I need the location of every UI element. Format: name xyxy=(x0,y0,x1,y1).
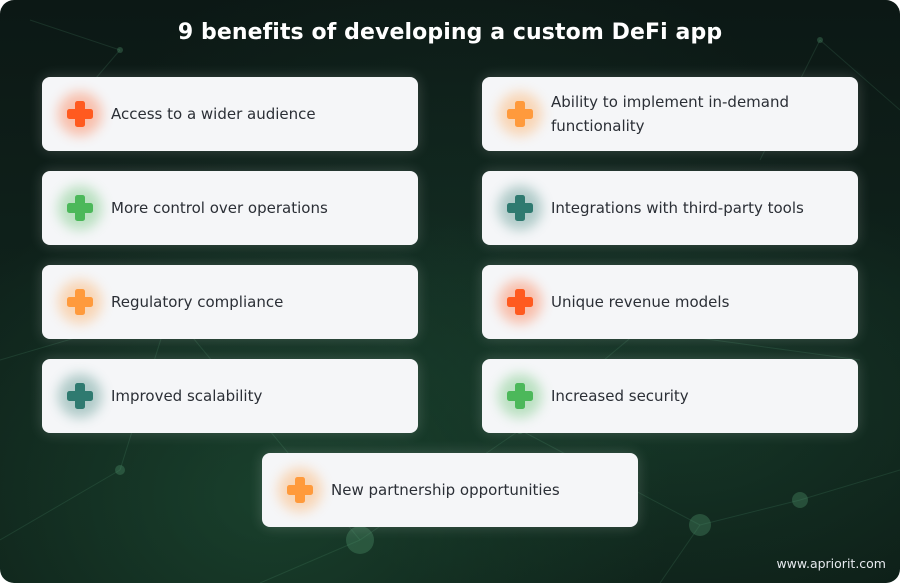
plus-icon xyxy=(278,468,322,512)
plus-icon xyxy=(58,374,102,418)
page-title: 9 benefits of developing a custom DeFi a… xyxy=(177,20,723,45)
benefit-card: Access to a wider audience xyxy=(42,77,418,151)
benefit-label: Unique revenue models xyxy=(551,293,730,311)
plus-icon xyxy=(58,186,102,230)
plus-icon xyxy=(498,280,542,324)
benefit-card: Regulatory compliance xyxy=(42,265,418,339)
benefit-label: Access to a wider audience xyxy=(111,105,316,123)
benefit-card: Ability to implement in-demand functiona… xyxy=(482,77,858,151)
plus-icon xyxy=(498,374,542,418)
benefit-label: Improved scalability xyxy=(111,387,263,405)
benefit-label: Increased security xyxy=(551,387,689,405)
plus-icon xyxy=(58,92,102,136)
plus-icon xyxy=(498,92,542,136)
benefit-label: Ability to implement in-demand functiona… xyxy=(551,93,790,135)
benefit-label: Regulatory compliance xyxy=(111,293,284,311)
plus-icon xyxy=(58,280,102,324)
benefit-label: Integrations with third-party tools xyxy=(551,199,804,217)
benefit-card: Unique revenue models xyxy=(482,265,858,339)
benefit-label: More control over operations xyxy=(111,199,328,217)
benefit-card: New partnership opportunities xyxy=(262,453,638,527)
watermark-url: www.apriorit.com xyxy=(776,556,886,571)
plus-icon xyxy=(498,186,542,230)
benefit-card: Increased security xyxy=(482,359,858,433)
benefit-card: More control over operations xyxy=(42,171,418,245)
benefit-card: Improved scalability xyxy=(42,359,418,433)
benefit-card: Integrations with third-party tools xyxy=(482,171,858,245)
benefit-label: New partnership opportunities xyxy=(331,481,560,499)
